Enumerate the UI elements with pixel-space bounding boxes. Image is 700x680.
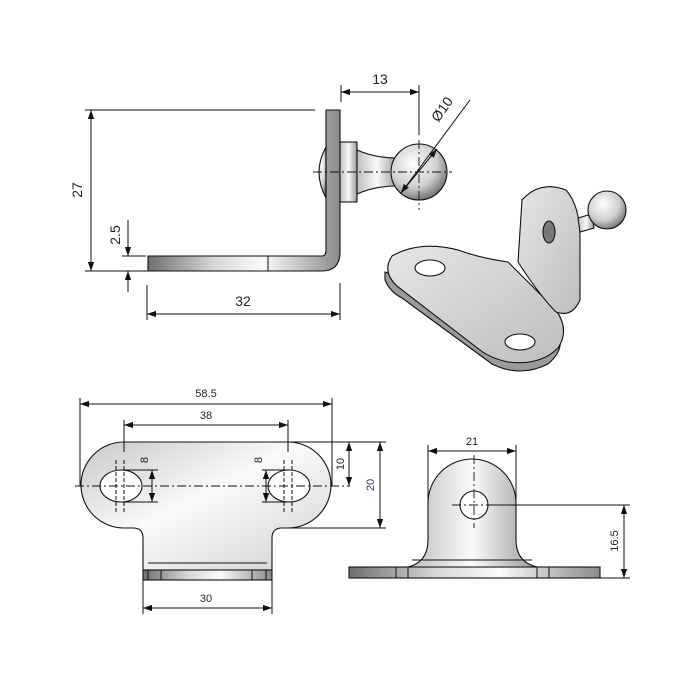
dim-thickness: 2.5 [107, 225, 123, 245]
dimension-height: 27 [69, 109, 315, 272]
top-view: 58.5 38 8 8 10 20 [75, 388, 386, 614]
dim-center-to-top: 10 [335, 458, 347, 470]
iso-ball-stud [587, 190, 627, 230]
dim-ball-offset: 13 [372, 71, 388, 87]
plate-outline [80, 441, 332, 571]
dimension-slot-right: 8 [253, 457, 289, 503]
dim-hole-spacing: 38 [200, 410, 212, 422]
dimension-hole-spacing: 38 [123, 410, 289, 452]
dim-upright-width: 21 [466, 436, 478, 448]
dimension-plate-depth: 20 [365, 442, 384, 528]
dimension-slot-left: 8 [121, 457, 158, 503]
dimension-center-to-top: 10 [290, 441, 386, 529]
dim-leg-length: 32 [235, 293, 251, 309]
dimension-overall-width: 58.5 [79, 388, 333, 486]
iso-hole-right [504, 333, 536, 351]
dim-overall-width: 58.5 [195, 388, 216, 400]
dimension-ball-offset: 13 [340, 71, 420, 135]
dimension-thickness: 2.5 [107, 220, 146, 292]
side-view: 13 Ø10 27 2.5 32 [69, 71, 471, 320]
dim-height: 27 [69, 182, 85, 198]
isometric-view [384, 186, 627, 372]
dimension-stem-width: 30 [142, 580, 273, 614]
front-view: 21 16.5 [348, 436, 630, 579]
dimension-upright-width: 21 [427, 436, 517, 503]
iso-hole-left [414, 259, 446, 277]
iso-upright-hole [542, 220, 556, 244]
dimension-leg-length: 32 [146, 283, 341, 320]
dim-slot-right: 8 [253, 457, 265, 463]
dim-slot-left: 8 [139, 457, 151, 463]
dim-hole-height: 16.5 [609, 530, 621, 551]
dim-stem-width: 30 [200, 593, 212, 605]
dim-plate-depth: 20 [365, 479, 377, 491]
rivet-head [318, 144, 327, 199]
plate-edge [142, 569, 273, 581]
dim-ball-diameter: Ø10 [428, 94, 456, 125]
iso-upright [517, 186, 581, 315]
front-base [348, 566, 601, 579]
dimension-hole-height: 16.5 [490, 504, 630, 579]
bracket-profile [147, 109, 341, 272]
